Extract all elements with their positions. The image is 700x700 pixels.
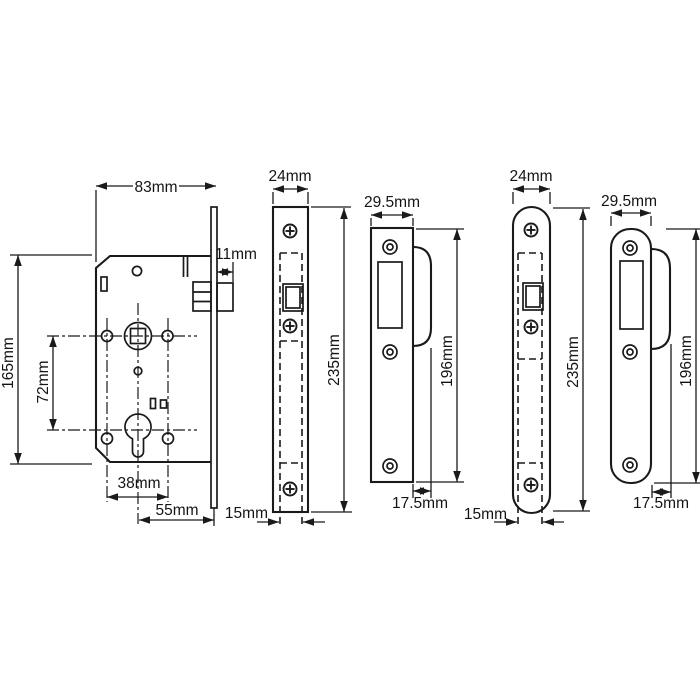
- forend-plate-square: [271, 205, 310, 514]
- strike-width-label: 29.5mm: [364, 194, 420, 211]
- strike-lip: [650, 247, 672, 351]
- case-slot-small: [149, 397, 157, 410]
- forend-width-label: 24mm: [509, 168, 552, 185]
- fixing-centres-label: 38mm: [117, 475, 160, 492]
- strike-opening: [377, 261, 403, 329]
- screw-hole: [382, 239, 398, 255]
- screw-hole: [622, 457, 638, 473]
- screw-head: [282, 223, 298, 239]
- strike-plate-square: [369, 226, 415, 484]
- latch-bolt-face: [525, 285, 541, 308]
- case-thickness-label: 15mm: [464, 506, 507, 523]
- strike-height-label: 196mm: [678, 335, 695, 387]
- latch-bolt-face: [285, 286, 301, 309]
- forend-height-label: 235mm: [326, 334, 343, 386]
- lock-height-label: 165mm: [0, 337, 17, 389]
- screw-head: [282, 481, 298, 497]
- screw-hole: [382, 458, 398, 474]
- forend-height-label: 235mm: [565, 336, 582, 388]
- lock-width-label: 83mm: [134, 179, 177, 196]
- backset-label: 55mm: [155, 502, 198, 519]
- square-forend-figure: 24mm 235mm 15mm: [225, 168, 352, 528]
- centres-label: 72mm: [35, 360, 52, 403]
- forend-plate-radius: [511, 205, 552, 515]
- strike-lip: [412, 245, 433, 348]
- radius-strike-figure: 29.5mm 196mm 17.5mm: [601, 193, 700, 512]
- strike-opening: [619, 260, 644, 330]
- screw-head: [282, 318, 298, 334]
- screw-hole: [622, 344, 638, 360]
- label-mask: [133, 177, 179, 194]
- latch-bolt-front: [282, 283, 304, 312]
- screw-head: [523, 222, 539, 238]
- square-strike-figure: 29.5mm 196mm 17.5mm: [364, 194, 464, 512]
- radius-forend-figure: 24mm 235mm 15mm: [464, 168, 590, 527]
- case-detail-slot: [100, 276, 108, 292]
- case-slot-small: [159, 399, 168, 409]
- strike-height-label: 196mm: [439, 335, 456, 387]
- screw-hole: [382, 344, 398, 360]
- lock-case-outline: [94, 254, 211, 464]
- screw-head: [523, 319, 539, 335]
- lip-depth-label: 17.5mm: [392, 495, 448, 512]
- screw-hole: [622, 240, 638, 256]
- forend-width-label: 24mm: [268, 168, 311, 185]
- strike-width-label: 29.5mm: [601, 193, 657, 210]
- case-hole: [131, 265, 143, 277]
- lip-depth-label: 17.5mm: [633, 495, 689, 512]
- case-thickness-label: 15mm: [225, 505, 268, 522]
- lock-body-figure: 83mm 165mm 72mm 11mm 38mm 55mm: [0, 177, 257, 526]
- screw-head: [523, 477, 539, 493]
- strike-plate-radius: [609, 227, 653, 485]
- latch-bolt-front: [522, 282, 544, 311]
- latch-bolt-head: [216, 282, 234, 312]
- latch-body: [192, 281, 212, 312]
- bolt-projection-label: 11mm: [215, 246, 257, 263]
